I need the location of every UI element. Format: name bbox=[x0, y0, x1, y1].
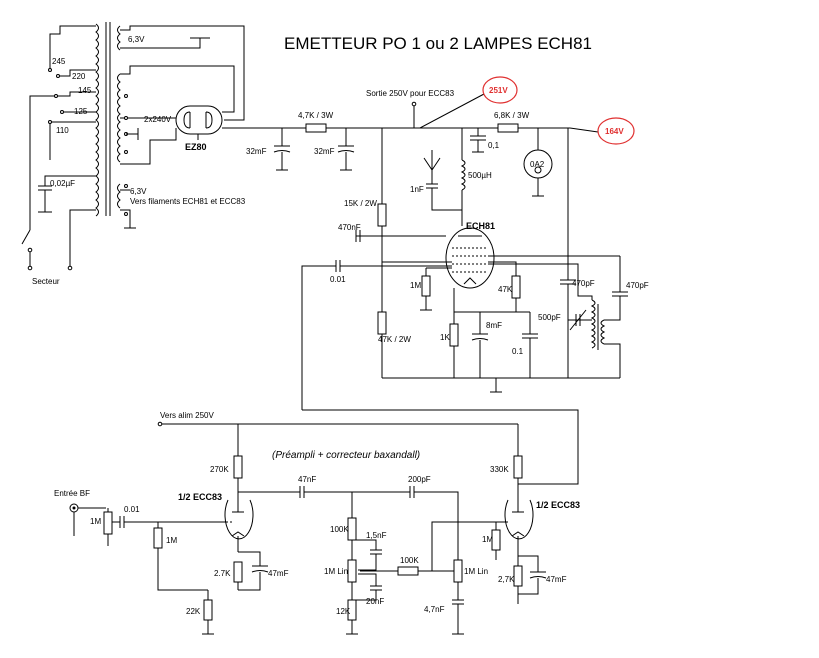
label-c-01a: 0,1 bbox=[488, 141, 500, 150]
label-c-8m: 8mF bbox=[486, 321, 502, 330]
label-r-6k8: 6,8K / 3W bbox=[494, 111, 530, 120]
label-c-47n-b: 4,7nF bbox=[424, 605, 445, 614]
diagram-title: EMETTEUR PO 1 ou 2 LAMPES ECH81 bbox=[284, 34, 592, 53]
label-r-1m-g: 1M bbox=[410, 281, 421, 290]
label-r-1m-in: 1M bbox=[90, 517, 101, 526]
label-ech81: ECH81 bbox=[466, 221, 495, 231]
label-v164: 164V bbox=[605, 127, 624, 136]
label-r-1k: 1K bbox=[440, 333, 450, 342]
preamp-stage bbox=[69, 421, 547, 635]
label-c-47mf-a: 47mF bbox=[268, 569, 289, 578]
label-l-500u: 500µH bbox=[468, 171, 492, 180]
badge-164v: 164V bbox=[597, 117, 635, 145]
label-r-27k-a: 2.7K bbox=[214, 569, 231, 578]
label-r-1mlin-a: 1M Lin bbox=[324, 567, 348, 576]
label-r-47k2w: 47K / 2W bbox=[378, 335, 411, 344]
secondary-wiring bbox=[120, 25, 245, 229]
label-entree-bf: Entrée BF bbox=[54, 489, 90, 498]
label-c-470n: 470nF bbox=[338, 223, 361, 232]
label-r-330k: 330K bbox=[490, 465, 509, 474]
label-c-1n: 1nF bbox=[410, 185, 424, 194]
label-sec-63b: 6,3V bbox=[130, 187, 147, 196]
label-tap-125: 125 bbox=[74, 107, 88, 116]
label-c-15n: 1,5nF bbox=[366, 531, 387, 540]
label-r-12k: 12K bbox=[336, 607, 351, 616]
preamp-subtitle: (Préampli + correcteur baxandall) bbox=[272, 450, 420, 461]
label-r-1m-g1: 1M bbox=[166, 536, 177, 545]
label-r-47k: 47K bbox=[498, 285, 513, 294]
label-c-200p: 200pF bbox=[408, 475, 431, 484]
label-c-32a: 32mF bbox=[246, 147, 267, 156]
ez80-tube bbox=[175, 105, 223, 140]
label-r-100k-t: 100K bbox=[330, 525, 349, 534]
label-ecc83-a: 1/2 ECC83 bbox=[178, 492, 222, 502]
label-out-ecc83: Sortie 250V pour ECC83 bbox=[366, 89, 455, 98]
ech81-stage bbox=[301, 128, 628, 485]
label-v251: 251V bbox=[489, 86, 508, 95]
primary-wiring bbox=[21, 25, 96, 271]
label-tap-145: 145 bbox=[78, 86, 92, 95]
label-c-470p-a: 470pF bbox=[572, 279, 595, 288]
label-vers-alim: Vers alim 250V bbox=[160, 411, 214, 420]
ht-supply bbox=[222, 93, 599, 256]
label-secteur: Secteur bbox=[32, 277, 60, 286]
label-r-4k7: 4,7K / 3W bbox=[298, 111, 334, 120]
label-sec-63a: 6,3V bbox=[128, 35, 145, 44]
label-r-15k: 15K / 2W bbox=[344, 199, 377, 208]
label-r-27k-b: 2,7K bbox=[498, 575, 515, 584]
label-c-20n: 20nF bbox=[366, 597, 384, 606]
label-tap-110: 110 bbox=[56, 126, 69, 135]
label-c-001: 0.01 bbox=[330, 275, 346, 284]
label-sec-2x240: 2x240V bbox=[144, 115, 172, 124]
power-transformer bbox=[95, 22, 121, 217]
label-c-500p: 500pF bbox=[538, 313, 561, 322]
label-ecc83-b: 1/2 ECC83 bbox=[536, 500, 580, 510]
label-r-1mlin-b: 1M Lin bbox=[464, 567, 488, 576]
badge-251v: 251V bbox=[482, 76, 518, 104]
label-r-100k-m: 100K bbox=[400, 556, 419, 565]
label-cap-002: 0,02µF bbox=[50, 179, 75, 188]
label-ez80: EZ80 bbox=[185, 142, 207, 152]
label-r-270k: 270K bbox=[210, 465, 229, 474]
label-vers-filaments: Vers filaments ECH81 et ECC83 bbox=[130, 197, 246, 206]
label-oa2: 0A2 bbox=[530, 160, 545, 169]
label-c-47n: 47nF bbox=[298, 475, 316, 484]
label-r-22k: 22K bbox=[186, 607, 201, 616]
label-c-470p-b: 470pF bbox=[626, 281, 649, 290]
label-r-1m-g2: 1M bbox=[482, 535, 493, 544]
label-tap-220: 220 bbox=[72, 72, 86, 81]
label-c-32b: 32mF bbox=[314, 147, 335, 156]
label-tap-245: 245 bbox=[52, 57, 66, 66]
label-c-47mf-b: 47mF bbox=[546, 575, 567, 584]
label-c-01b: 0.1 bbox=[512, 347, 524, 356]
label-c-001-in: 0.01 bbox=[124, 505, 140, 514]
